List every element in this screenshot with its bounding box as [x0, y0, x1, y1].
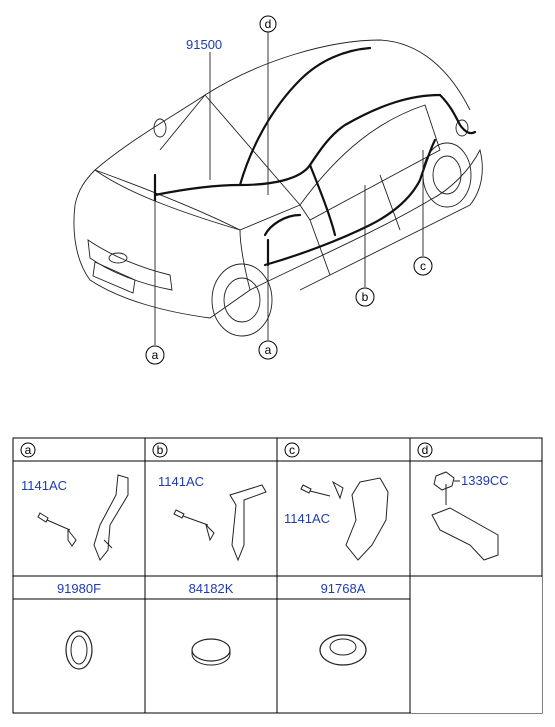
- header-cell-d: d: [417, 442, 433, 458]
- pillar-a-icon: [93, 474, 129, 561]
- cell-f-label: 84182K: [189, 581, 234, 596]
- harness-floor: [263, 138, 437, 267]
- cell-a-part: 1141AC: [21, 474, 129, 561]
- cell-e-label: 91980F: [57, 581, 101, 596]
- clip-a-icon: [67, 528, 77, 547]
- harness-rear: [438, 93, 477, 135]
- car-door-line: [309, 174, 401, 276]
- car-front: [73, 169, 251, 319]
- main-part-label: 91500: [186, 37, 222, 52]
- header-d-letter: d: [422, 443, 429, 457]
- grommet-91980f-icon: [65, 630, 93, 670]
- callout-a-right: a: [258, 340, 278, 360]
- harness-door: [263, 163, 337, 237]
- bolt-c-icon: [300, 484, 331, 497]
- harness-front-drop: [153, 173, 270, 267]
- front-wheel-hub: [223, 277, 261, 323]
- nut-d-icon: [433, 471, 455, 491]
- cell-d-label: 1339CC: [461, 473, 509, 488]
- callout-d-text: d: [265, 17, 272, 31]
- car-roof: [204, 39, 471, 111]
- callout-a-left-text: a: [152, 348, 159, 362]
- harness-roof: [238, 46, 372, 187]
- parts-table: [12, 437, 543, 714]
- callout-a-left: a: [145, 345, 165, 365]
- callout-b: b: [355, 287, 375, 307]
- callout-a-right-text: a: [265, 343, 272, 357]
- header-cell-b: b: [152, 442, 168, 458]
- header-b-letter: b: [157, 443, 164, 457]
- header-cell-c: c: [284, 442, 300, 458]
- rear-mirror: [455, 119, 469, 137]
- pillar-b-icon: [229, 484, 267, 562]
- car-side-body: [249, 148, 483, 291]
- bolt-b-icon: [173, 509, 209, 526]
- cell-g-label: 91768A: [321, 581, 366, 596]
- clip-b-icon: [205, 523, 215, 542]
- cell-a-label: 1141AC: [21, 478, 67, 493]
- header-c-letter: c: [289, 443, 295, 457]
- harness-main: [153, 93, 442, 197]
- callout-b-text: b: [362, 290, 369, 304]
- cell-d-part: 1339CC: [431, 471, 509, 561]
- plug-84182k-icon: [191, 638, 231, 666]
- car-plate: [92, 261, 136, 294]
- callout-d: d: [259, 15, 277, 33]
- car-illustration: [73, 32, 483, 345]
- car-hood-line: [94, 94, 206, 171]
- callout-c-text: c: [420, 259, 426, 273]
- car-side-windows: [299, 104, 441, 221]
- car-logo: [108, 252, 128, 264]
- front-wheel: [211, 263, 273, 337]
- header-a-letter: a: [25, 443, 32, 457]
- callout-c: c: [413, 256, 433, 276]
- car-windshield: [159, 94, 301, 206]
- rear-wheel-hub: [432, 155, 462, 195]
- car-hood: [94, 169, 301, 231]
- pillar-c-icon: [345, 477, 389, 561]
- cell-b-part: 1141AC: [158, 474, 267, 562]
- clip-c-icon: [331, 480, 344, 500]
- header-cell-a: a: [20, 442, 36, 458]
- grommet-91768a-icon: [319, 634, 367, 666]
- bolt-a-icon: [37, 512, 71, 531]
- cell-c-part: 1141AC: [284, 477, 389, 561]
- cell-c-label: 1141AC: [284, 511, 330, 526]
- cell-b-label: 1141AC: [158, 474, 204, 489]
- side-mirror: [153, 118, 167, 138]
- bracket-d-icon: [431, 507, 499, 561]
